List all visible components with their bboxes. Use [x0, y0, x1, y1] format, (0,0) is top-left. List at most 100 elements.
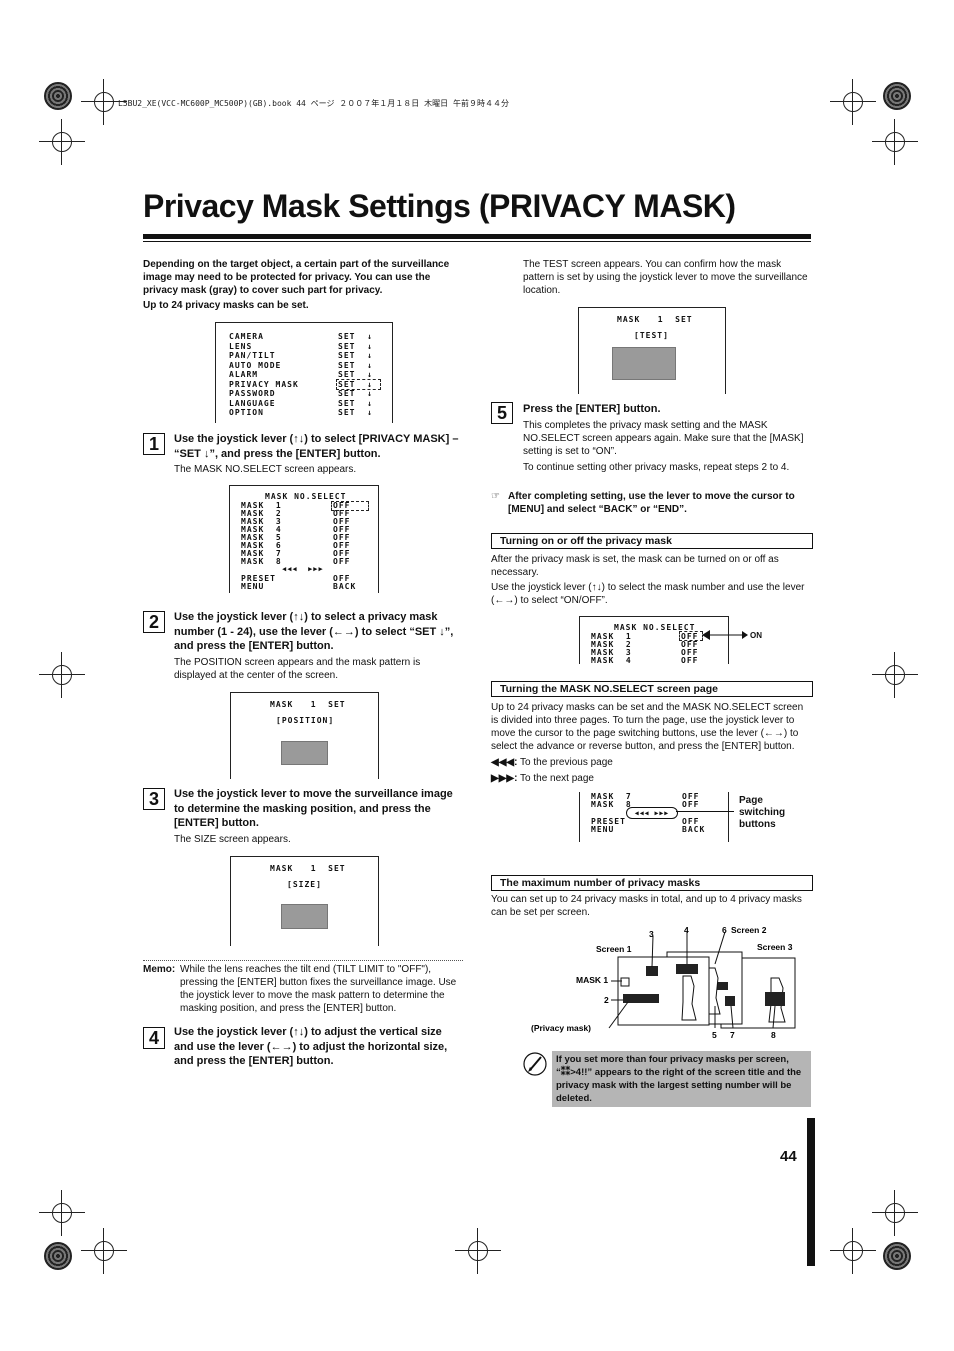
cursor-highlight [336, 379, 381, 390]
on-arrow-icon [702, 630, 748, 640]
menu-screen: CAMERA SET ↓ LENS SET ↓ PAN/TILT SET ↓ A… [215, 322, 393, 423]
step4-text: Use the joystick lever (↑↓) to adjust th… [174, 1026, 448, 1067]
crosshair-icon [39, 652, 85, 698]
page-title: Privacy Mask Settings (PRIVACY MASK) [143, 188, 736, 224]
on-off-p2: Use the joystick lever (↑↓) to select th… [491, 582, 805, 606]
test-screen-desc: The TEST screen appears. You can confirm… [523, 259, 808, 296]
on-off-p1: After the privacy mask is set, the mask … [491, 554, 779, 578]
next-symbol-icon: ▶▶▶: [491, 773, 518, 784]
max-p1: You can set up to 24 privacy masks in to… [491, 894, 802, 918]
step-number: 5 [491, 402, 513, 424]
number-label: 6 [722, 925, 727, 935]
step5-text: Press the [ENTER] button. [523, 403, 661, 415]
step1-text: Use the joystick lever (↑↓) to select [P… [174, 433, 459, 460]
page-edge-bar [807, 1118, 815, 1266]
step5-note1: This completes the privacy mask setting … [523, 420, 804, 457]
privacy-mask-pattern [281, 904, 328, 929]
screen3-label: Screen 3 [757, 942, 793, 952]
page-switch-buttons: ◀◀◀ ▶▶▶ [282, 565, 324, 573]
step3-text: Use the joystick lever to move the surve… [174, 788, 453, 829]
after-note-text: After completing setting, use the lever … [508, 491, 795, 515]
size-screen: MASK 1 SET [SIZE] [230, 856, 379, 946]
menu-row: LENS [229, 341, 253, 351]
step-number: 2 [143, 611, 165, 633]
privacy-mask-label: (Privacy mask) [531, 1023, 591, 1033]
on-label: ON [750, 631, 762, 640]
screen2-label: Screen 2 [731, 925, 767, 935]
intro: Depending on the target object, a certai… [143, 258, 463, 312]
number-label: 5 [712, 1030, 717, 1040]
menu-row: PASSWORD [229, 389, 276, 398]
crosshair-icon [872, 1190, 918, 1236]
page-number: 44 [780, 1148, 797, 1165]
screen1-label: Screen 1 [596, 944, 632, 954]
intro-limit: Up to 24 privacy masks can be set. [143, 300, 309, 311]
menu-row: AUTO MODE [229, 360, 282, 370]
section-heading-page: Turning the MASK NO.SELECT screen page [491, 681, 813, 697]
title-rule-thin [143, 241, 811, 242]
prev-page-line: ◀◀◀: To the previous page [491, 757, 613, 768]
step1-note: The MASK NO.SELECT screen appears. [174, 464, 357, 475]
step-number: 1 [143, 433, 165, 455]
registration-disc-icon [883, 82, 911, 110]
step3-note: The SIZE screen appears. [174, 834, 291, 845]
step-number: 3 [143, 788, 165, 810]
menu-row: ALARM [229, 370, 259, 379]
pencil-note-icon [523, 1052, 547, 1076]
step2-note: The POSITION screen appears and the mask… [174, 657, 421, 681]
crosshair-icon [455, 1228, 501, 1274]
screen-1-frame [617, 956, 710, 1026]
section-heading-on-off: Turning on or off the privacy mask [491, 533, 813, 549]
number-label: 8 [771, 1030, 776, 1040]
crosshair-icon [830, 1228, 876, 1274]
divider [143, 960, 463, 961]
privacy-mask-pattern [281, 741, 328, 765]
cursor-highlight [679, 631, 703, 641]
cursor-highlight [331, 501, 369, 511]
registration-disc-icon [883, 1242, 911, 1270]
page-p1: Up to 24 privacy masks can be set and th… [491, 702, 804, 752]
number-label: 2 [604, 995, 609, 1005]
step-number: 4 [143, 1027, 165, 1049]
callout-line [676, 811, 734, 812]
book-file-line: L5BU2_XE(VCC-MC600P_MC500P)(GB).book 44 … [118, 99, 509, 108]
intro-text: Depending on the target object, a certai… [143, 259, 450, 296]
menu-row: OPTION [229, 408, 264, 417]
title-rule [143, 234, 811, 239]
menu-row: PRIVACY MASK [229, 379, 299, 389]
crosshair-icon [81, 1228, 127, 1274]
crosshair-icon [872, 652, 918, 698]
crosshair-icon [39, 119, 85, 165]
menu-row: PAN/TILT [229, 351, 276, 360]
test-screen: MASK 1 SET [TEST] [578, 307, 726, 394]
number-label: 4 [684, 925, 689, 935]
number-label: 7 [730, 1030, 735, 1040]
max-mask-diagram: Screen 1 Screen 2 Screen 3 MASK 1 (Priva… [531, 925, 796, 1040]
registration-disc-icon [44, 1242, 72, 1270]
position-screen: MASK 1 SET [POSITION] [230, 692, 379, 779]
page-switch-button: ◀◀◀ ▶▶▶ [626, 807, 678, 819]
crosshair-icon [81, 79, 127, 125]
mask1-label: MASK 1 [576, 975, 608, 985]
memo-label: Memo: [143, 964, 176, 975]
memo-text: While the lens reaches the tilt end (TIL… [180, 964, 457, 1014]
prev-symbol-icon: ◀◀◀: [491, 757, 518, 768]
crosshair-icon [830, 79, 876, 125]
menu-row: CAMERA [229, 332, 264, 341]
crosshair-icon [39, 1190, 85, 1236]
registration-disc-icon [44, 82, 72, 110]
privacy-mask-pattern [612, 347, 676, 380]
section-heading-max: The maximum number of privacy masks [491, 875, 813, 891]
warning-note: If you set more than four privacy masks … [552, 1051, 811, 1107]
step2-text: Use the joystick lever (↑↓) to select a … [174, 611, 454, 652]
page-switch-callout: Page switching buttons [739, 795, 786, 830]
step5-note2: To continue setting other privacy masks,… [523, 462, 790, 473]
next-page-line: ▶▶▶: To the next page [491, 773, 594, 784]
crosshair-icon [872, 119, 918, 165]
pointing-hand-icon: ☞ [491, 491, 500, 502]
menu-row: LANGUAGE [229, 398, 276, 408]
number-label: 3 [649, 929, 654, 939]
